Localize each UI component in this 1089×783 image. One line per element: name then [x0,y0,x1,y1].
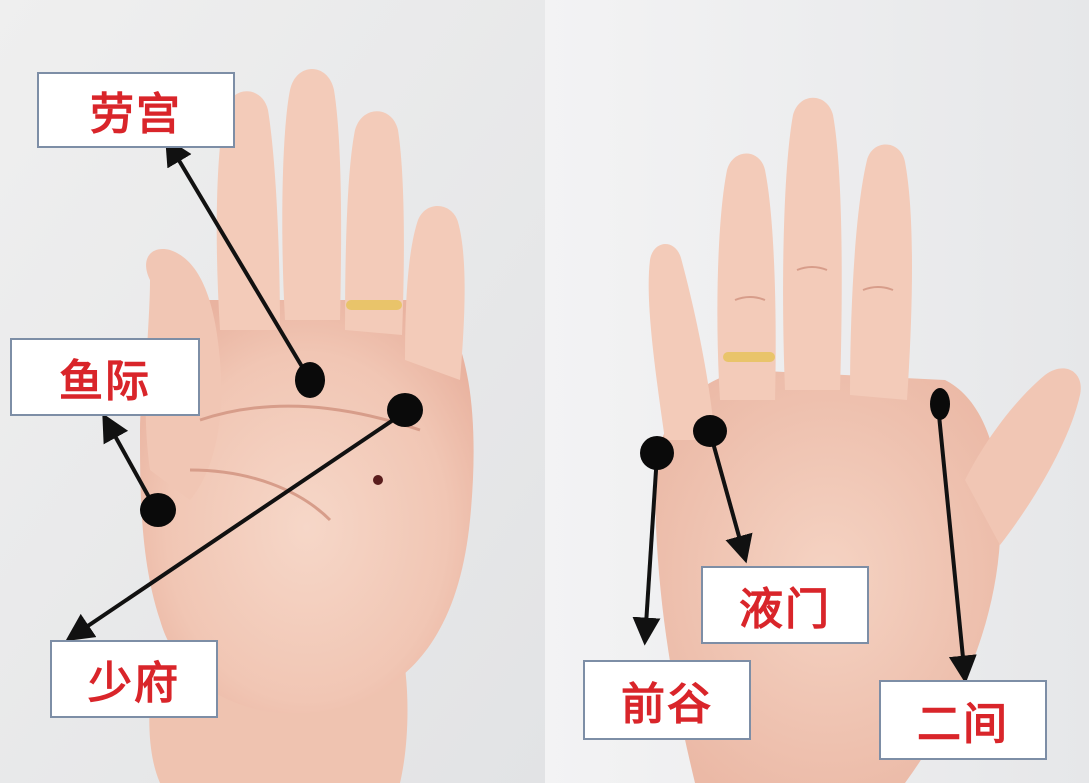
arrow-yuji [102,413,157,509]
label-yuji: 鱼际 [10,338,200,416]
laogong-point-marker [295,362,325,398]
label-laogong: 劳宫 [37,72,235,148]
yemen-point-marker [693,415,727,447]
right-back-hand-panel: 液门 前谷 二间 [545,0,1089,783]
erjian-point-marker [930,388,950,420]
arrow-qiangu [632,454,661,646]
yuji-point-marker [140,493,176,527]
label-qiangu: 前谷 [583,660,751,740]
qiangu-point-marker [640,436,674,470]
arrow-shaofu [65,410,407,642]
arrow-yemen [708,431,753,564]
arrow-erjian [936,404,977,684]
label-shaofu: 少府 [50,640,218,718]
shaofu-point-marker [387,393,423,427]
label-yemen: 液门 [701,566,869,644]
palm-illustration [0,0,545,783]
arrow-laogong [165,137,312,382]
label-erjian: 二间 [879,680,1047,760]
left-palm-panel: 劳宫 鱼际 少府 [0,0,545,783]
